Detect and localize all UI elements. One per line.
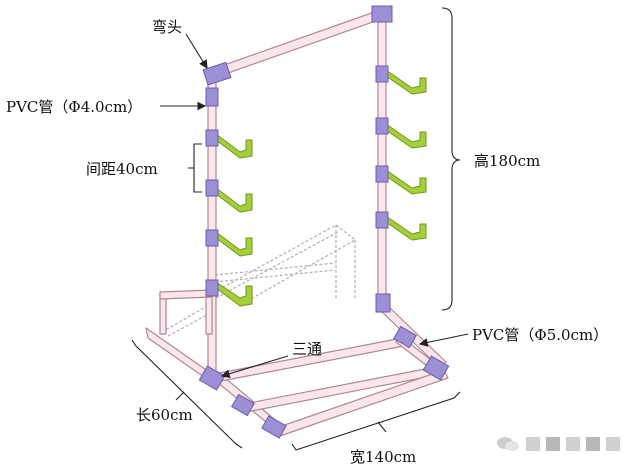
joint-right-a [375,65,389,83]
width-label: 宽140cm [350,448,416,466]
base-bar-front [275,369,449,437]
dashed-back-frame [161,224,357,337]
pvc-top-label: PVC管（Φ4.0cm） [6,98,142,116]
back-short-upright-a [159,293,167,335]
hook-right-4 [385,215,427,241]
hook-right-3 [385,169,427,195]
back-short-bar [159,289,213,300]
watermark-block [566,437,580,451]
hook-left-2 [215,187,253,213]
joint-left-d [205,229,219,247]
joint-right-c [375,165,389,183]
hook-left-4 [215,281,253,307]
wechat-icon [497,437,519,451]
tee-mid-front [231,393,255,417]
tee-right-back [393,325,417,349]
joint-left-e [205,279,219,297]
joint-left-a [205,87,219,107]
watermark-block [586,437,600,451]
height-label: 高180cm [474,152,540,170]
hook-left-1 [215,133,253,159]
watermark [496,436,620,452]
hooks [215,69,427,307]
height-bracket [441,7,461,311]
hook-right-1 [385,69,427,95]
watermark-block [606,437,620,451]
tee-right-front [422,355,450,381]
top-pipe [209,9,385,79]
joint-right-d [375,211,389,229]
joint-left-b [205,129,219,147]
elbow-top-left [202,61,232,86]
joint-left-c [205,179,219,197]
tee-arrow [220,355,289,378]
hook-left-3 [215,231,253,257]
elbow-top-right [371,5,393,23]
tee-label: 三通 [292,340,322,358]
joint-right-e [375,293,391,313]
back-short-upright-b [205,293,213,335]
annotations [131,7,469,451]
elbow-label: 弯头 [152,18,182,36]
pvc-bottom-label: PVC管（Φ5.0cm） [472,326,608,344]
width-bracket [291,391,461,451]
spacing-bracket [188,143,202,193]
watermark-block [526,437,540,451]
pipe-frame [145,9,449,437]
elbow-pointer [185,33,208,69]
tee-front-left [261,415,287,439]
tee-left-base [198,365,226,391]
joint-right-b [375,117,389,135]
right-upright [377,13,387,313]
joints [198,5,450,439]
length-bracket [131,339,243,449]
spacing-label: 间距40cm [86,160,158,178]
hook-right-2 [385,123,427,149]
length-label: 长60cm [136,406,193,424]
watermark-block [546,437,560,451]
pvc-bottom-arrow [418,333,469,347]
